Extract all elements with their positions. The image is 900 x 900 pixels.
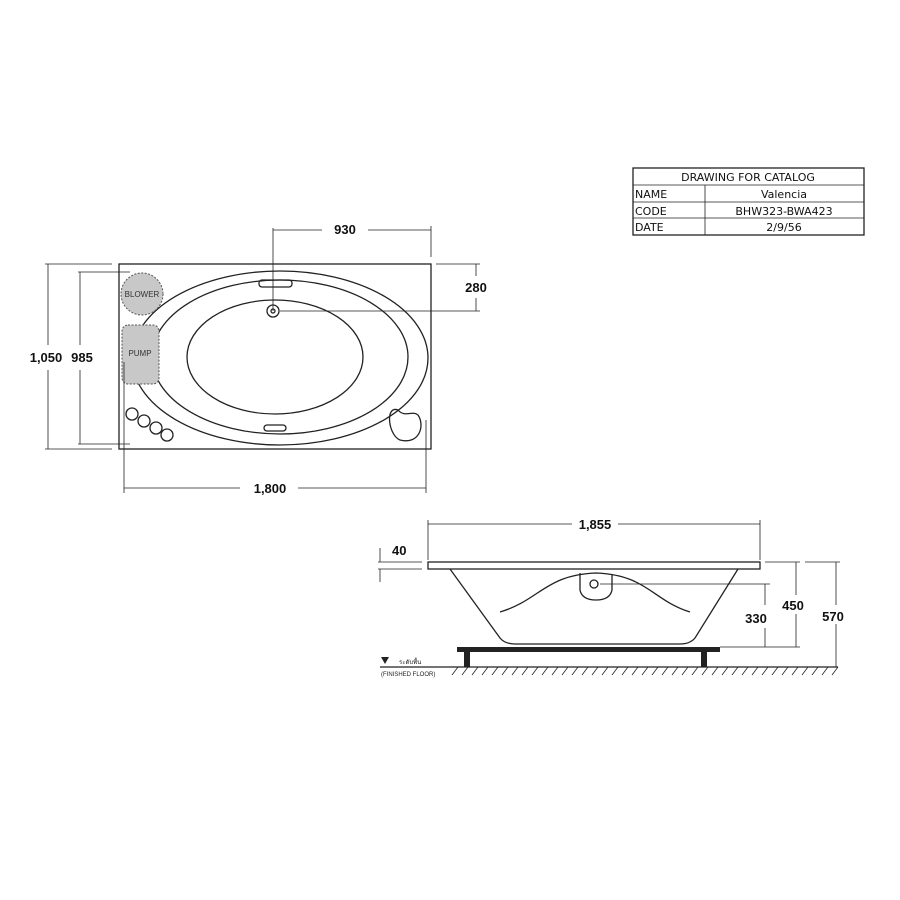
hatch-mark — [701, 666, 709, 676]
floor-level-icon — [381, 657, 389, 664]
pump-label: PUMP — [128, 349, 151, 358]
dim-1050: 1,050 — [30, 350, 63, 365]
code-label: CODE — [635, 205, 667, 218]
title-heading: DRAWING FOR CATALOG — [681, 171, 815, 184]
blower-label: BLOWER — [125, 290, 160, 299]
blower-shape — [120, 272, 164, 316]
name-value: Valencia — [761, 188, 807, 201]
hatch-mark — [731, 666, 739, 676]
tub-outline — [118, 263, 432, 450]
hatch-mark — [781, 666, 789, 676]
hatch-mark — [621, 666, 629, 676]
floor-label: (FINISHED FLOOR) — [381, 672, 435, 678]
hatch-mark — [821, 666, 829, 676]
hatch-mark — [541, 666, 549, 676]
support-leg-left — [464, 652, 470, 667]
hatch-mark — [551, 666, 559, 676]
basin-ellipse — [186, 299, 364, 415]
hatch-mark — [711, 666, 719, 676]
dim-930: 930 — [334, 222, 356, 237]
hatch-mark — [611, 666, 619, 676]
deck-ellipse — [131, 270, 429, 446]
dim-570: 570 — [822, 609, 844, 624]
hatch-mark — [681, 666, 689, 676]
hatch-mark — [511, 666, 519, 676]
tub-rim — [427, 561, 761, 570]
pillow-bottom — [263, 424, 287, 432]
hatch-mark — [831, 666, 839, 676]
hatch-mark — [581, 666, 589, 676]
hatch-mark — [811, 666, 819, 676]
hatch-mark — [461, 666, 469, 676]
hatch-mark — [791, 666, 799, 676]
armrest-shape — [388, 408, 422, 442]
floor-hatching — [451, 666, 839, 676]
title-block: DRAWING FOR CATALOG NAME Valencia CODE B… — [632, 167, 865, 236]
hatch-mark — [661, 666, 669, 676]
side-contour — [499, 572, 691, 613]
name-label: NAME — [635, 188, 667, 201]
hatch-mark — [671, 666, 679, 676]
hatch-mark — [451, 666, 459, 676]
hatch-mark — [761, 666, 769, 676]
date-value: 2/9/56 — [766, 221, 801, 234]
plan-view: BLOWER PUMP 930 280 1,050 9 — [30, 222, 487, 496]
hatch-mark — [591, 666, 599, 676]
hatch-mark — [631, 666, 639, 676]
hatch-mark — [601, 666, 609, 676]
hatch-mark — [481, 666, 489, 676]
hatch-mark — [801, 666, 809, 676]
dim-1855: 1,855 — [579, 517, 612, 532]
hatch-mark — [501, 666, 509, 676]
pillow-top — [258, 279, 293, 288]
hatch-mark — [491, 666, 499, 676]
inner-ring-ellipse — [151, 279, 409, 435]
dim-40: 40 — [392, 543, 406, 558]
hatch-mark — [691, 666, 699, 676]
tub-body — [449, 568, 739, 645]
floor-label-thai: ระดับพื้น — [399, 656, 421, 666]
hatch-mark — [571, 666, 579, 676]
hatch-mark — [641, 666, 649, 676]
dim-450: 450 — [782, 598, 804, 613]
code-value: BHW323-BWA423 — [735, 205, 832, 218]
hatch-mark — [521, 666, 529, 676]
hatch-mark — [531, 666, 539, 676]
dim-280: 280 — [465, 280, 487, 295]
hatch-mark — [561, 666, 569, 676]
dim-985: 985 — [71, 350, 93, 365]
side-drain-icon — [589, 579, 599, 589]
jet-controls — [125, 407, 174, 442]
date-label: DATE — [635, 221, 664, 234]
hatch-mark — [721, 666, 729, 676]
dim-1800: 1,800 — [254, 481, 287, 496]
hatch-mark — [651, 666, 659, 676]
support-frame — [457, 647, 720, 652]
hatch-mark — [771, 666, 779, 676]
pump-shape — [121, 324, 160, 385]
hatch-mark — [751, 666, 759, 676]
hatch-mark — [471, 666, 479, 676]
support-leg-right — [701, 652, 707, 667]
dim-330: 330 — [745, 611, 767, 626]
hatch-mark — [741, 666, 749, 676]
side-view: ระดับพื้น (FINISHED FLOOR) 1,855 40 330 … — [378, 517, 844, 678]
